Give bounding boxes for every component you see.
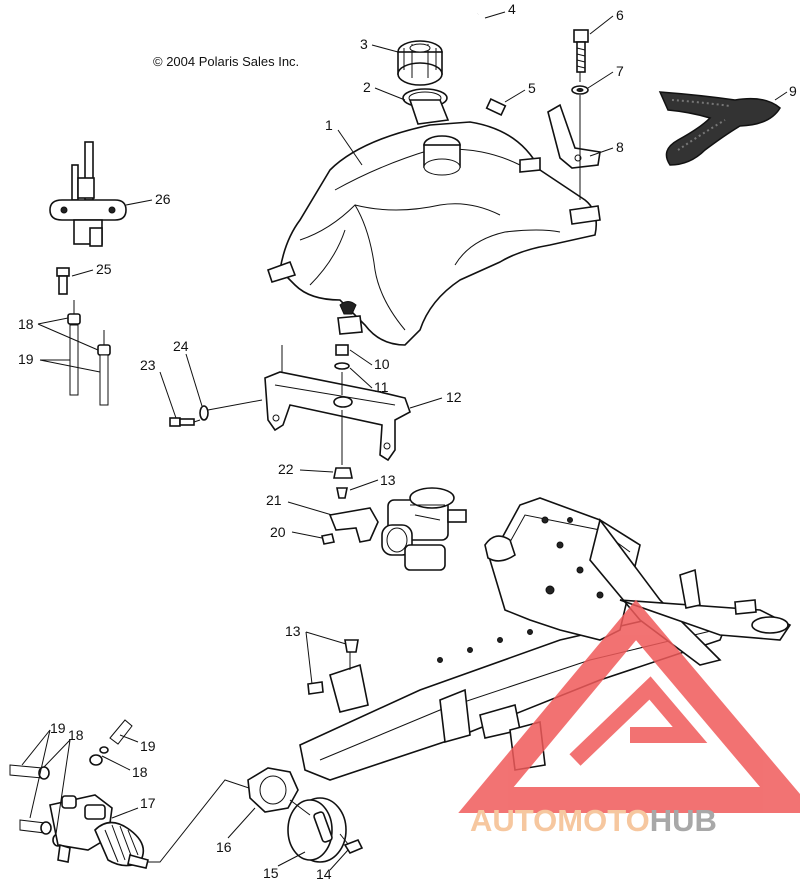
- watermark-word-automoto: AUTOMOTO: [470, 803, 650, 838]
- frame-bolt: [307, 681, 324, 695]
- carburetor: [381, 487, 467, 571]
- callout-24: 24: [173, 338, 189, 354]
- vent-fitting: [485, 98, 507, 116]
- callout-19-lower-right: 19: [140, 738, 156, 754]
- tank-mount-bracket: [264, 371, 411, 462]
- bracket-washer: [199, 405, 209, 421]
- bolt: [573, 29, 589, 73]
- callout-15: 15: [263, 865, 279, 881]
- bracket-bolt: [169, 417, 195, 427]
- callout-25: 25: [96, 261, 112, 277]
- tank-bracket: [547, 103, 601, 169]
- mount-nut: [335, 344, 349, 356]
- callout-7: 7: [616, 63, 624, 79]
- washer: [571, 85, 589, 95]
- bracket-screw: [321, 533, 335, 545]
- part-number-labels: 1 2 3 4 5 6 7 8 9 10 11 12 13 13 14 15 1…: [18, 1, 797, 881]
- fuel-tank-strap: [658, 91, 781, 166]
- callout-18-upper: 18: [18, 316, 34, 332]
- callout-21: 21: [266, 492, 282, 508]
- callout-8: 8: [616, 139, 624, 155]
- fuel-valve: [49, 141, 127, 247]
- filler-cap: [397, 40, 443, 86]
- callout-17: 17: [140, 795, 156, 811]
- callout-4: 4: [508, 1, 516, 17]
- mount-stud: [336, 487, 348, 499]
- callout-11: 11: [374, 379, 389, 395]
- callout-26: 26: [155, 191, 171, 207]
- frame-stud: [344, 639, 359, 653]
- callout-5: 5: [528, 80, 536, 96]
- callout-18-lower-right: 18: [132, 764, 148, 780]
- fuel-hose-lower: [9, 719, 133, 834]
- carburetor-bracket: [328, 507, 379, 543]
- vent-hose: [455, 12, 493, 104]
- fuel-pump: [49, 794, 149, 869]
- rubber-grommet: [333, 467, 353, 479]
- callout-22: 22: [278, 461, 294, 477]
- leader-lines: [21, 11, 788, 871]
- copyright-text: © 2004 Polaris Sales Inc.: [153, 54, 299, 69]
- fuel-tank: [266, 121, 601, 346]
- callout-13-frame: 13: [285, 623, 301, 639]
- callout-19-lower-left: 19: [50, 720, 66, 736]
- fuel-hose-upper: [69, 324, 109, 406]
- callout-19-upper: 19: [18, 351, 34, 367]
- callout-18-lower-left: 18: [68, 727, 84, 743]
- callout-14: 14: [316, 866, 332, 881]
- callout-10: 10: [374, 356, 390, 372]
- callout-3: 3: [360, 36, 368, 52]
- callout-9: 9: [789, 83, 797, 99]
- pump-nut: [247, 767, 299, 813]
- callout-6: 6: [616, 7, 624, 23]
- frame: [299, 497, 792, 781]
- callout-16: 16: [216, 839, 232, 855]
- callout-2: 2: [363, 79, 371, 95]
- watermark-text: AUTOMOTOHUB: [470, 803, 717, 838]
- filler-neck: [408, 99, 450, 125]
- callout-12: 12: [446, 389, 462, 405]
- pump-cap: [287, 797, 347, 863]
- callout-20: 20: [270, 524, 286, 540]
- mount-washer: [334, 362, 350, 370]
- callout-13-carb: 13: [380, 472, 396, 488]
- valve-screw: [56, 267, 70, 295]
- callout-23: 23: [140, 357, 156, 373]
- watermark-logo: [458, 599, 800, 813]
- callout-1: 1: [325, 117, 333, 133]
- watermark-word-hub: HUB: [650, 803, 717, 838]
